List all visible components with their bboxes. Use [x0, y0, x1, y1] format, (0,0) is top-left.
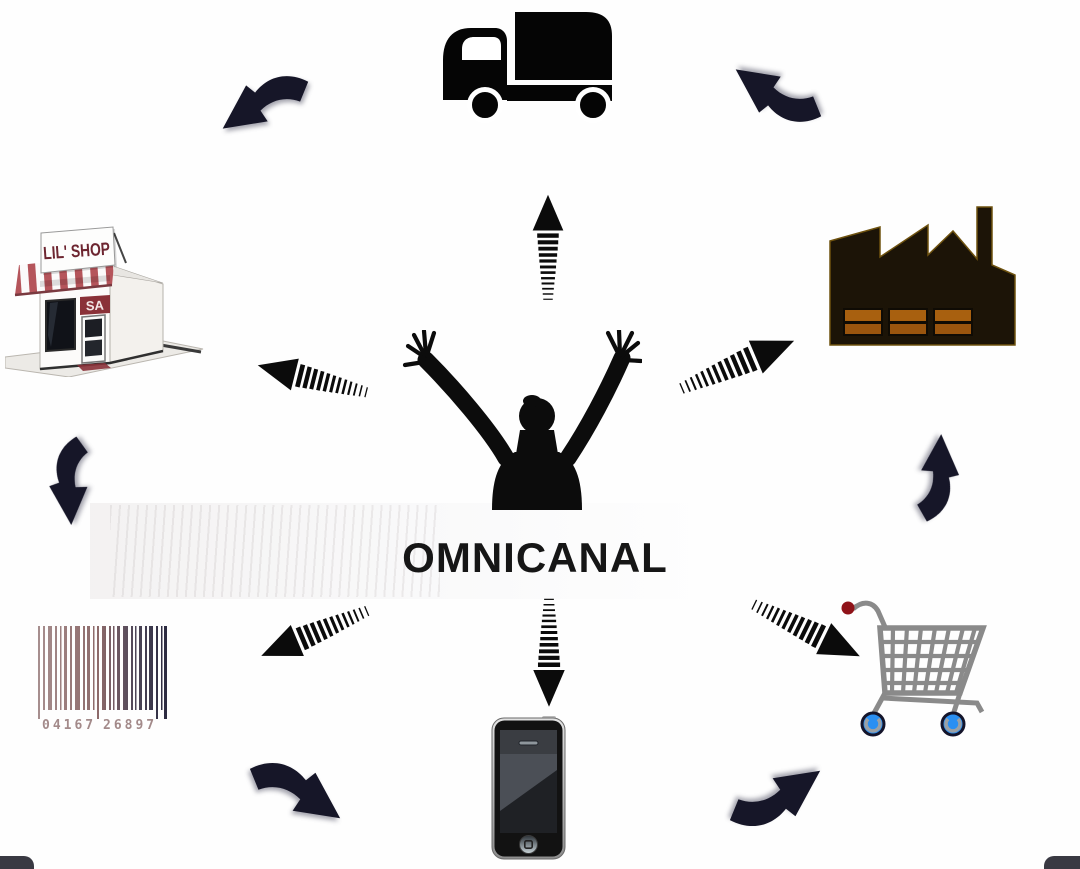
person-arms-raised-icon	[402, 330, 642, 510]
arrow-shop-to-barcode-icon	[9, 417, 141, 546]
shop-sign-board	[40, 226, 116, 274]
striped-arrow-to-truck-icon	[532, 193, 564, 303]
storefront-icon: SA LIL' SHOP	[5, 205, 205, 377]
barcode-digits-left: 04167	[42, 718, 97, 733]
barcode-digits-right: 26897	[103, 718, 158, 733]
barcode-icon: 04167 26897	[35, 626, 175, 738]
arrow-cart-to-factory-icon	[864, 409, 1002, 545]
reflection-streaks	[110, 505, 440, 597]
reflection-band	[90, 503, 990, 599]
shop-sale-sign-text: SA	[86, 298, 105, 314]
striped-arrow-to-barcode-icon	[253, 593, 377, 672]
shop-sale-sign	[80, 295, 110, 315]
striped-arrow-to-factory-icon	[671, 323, 803, 407]
diagram-title: OMNICANAL	[402, 534, 668, 581]
cart-wheels	[860, 711, 966, 737]
factory-icon	[822, 195, 1027, 355]
striped-arrow-to-cart-icon	[743, 587, 869, 673]
smartphone-icon	[490, 716, 570, 861]
shopping-cart-icon	[833, 595, 1058, 745]
delivery-truck-icon	[440, 8, 630, 123]
arrow-barcode-to-phone-icon	[243, 748, 348, 843]
cart-handle-knob	[841, 601, 855, 615]
striped-arrow-to-shop-icon	[252, 348, 374, 410]
arrow-factory-to-truck-icon	[728, 46, 828, 136]
shop-sign-text: LIL' SHOP	[43, 239, 111, 264]
arrow-phone-to-cart-icon	[723, 746, 828, 841]
factory-windows	[843, 308, 973, 336]
arrow-truck-to-shop-icon	[215, 62, 315, 152]
striped-arrow-to-phone-icon	[533, 596, 566, 709]
bottom-left-corner-mark	[0, 856, 34, 869]
bottom-right-corner-mark	[1044, 856, 1080, 869]
